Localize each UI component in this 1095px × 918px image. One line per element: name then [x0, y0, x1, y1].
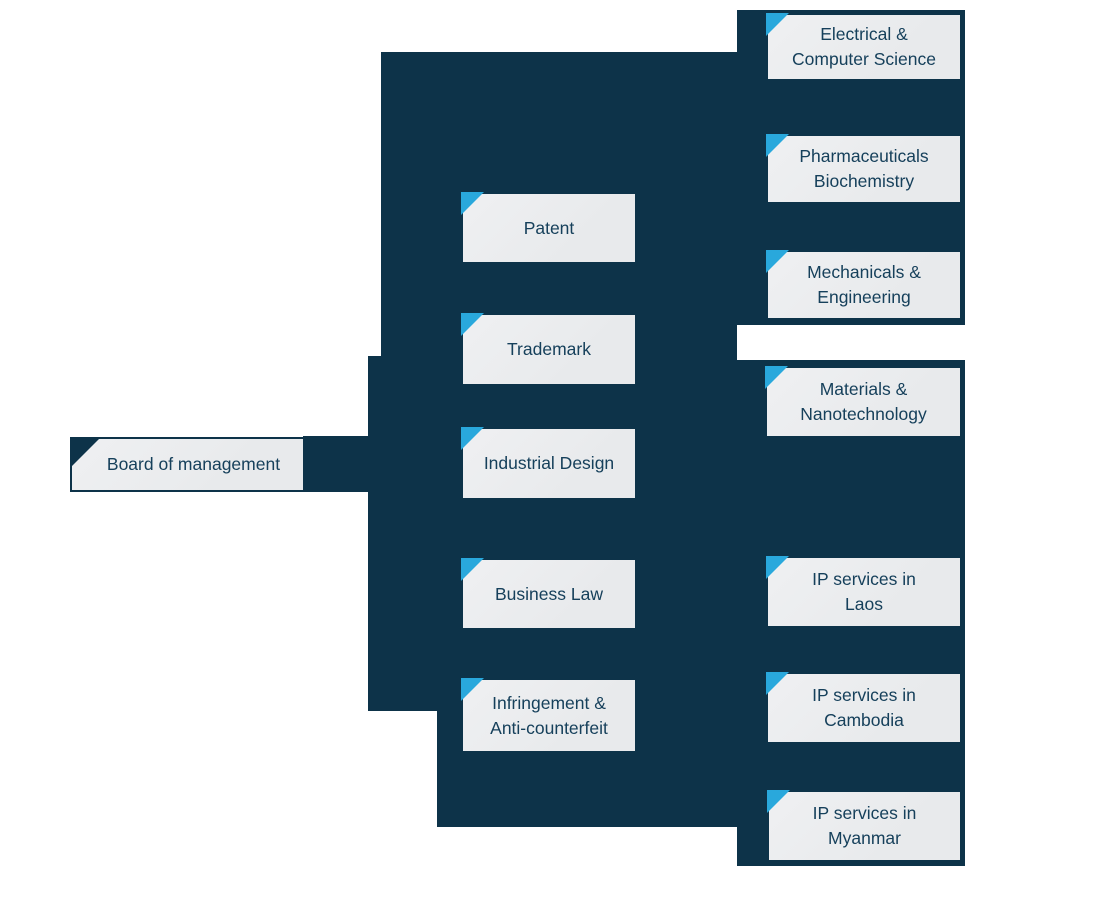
- node-label: Business Law: [495, 583, 603, 604]
- node-label: IP services in Cambodia: [812, 685, 916, 730]
- node-materials-nanotechnology: Materials & Nanotechnology: [765, 366, 962, 438]
- corner-fold-icon: [461, 192, 484, 215]
- node-industrial-design: Industrial Design: [461, 427, 637, 500]
- node-trademark: Trademark: [461, 313, 637, 386]
- corner-fold-icon: [766, 13, 789, 36]
- corner-fold-icon: [766, 134, 789, 157]
- node-label: Board of management: [106, 454, 281, 474]
- corner-cut-icon: [70, 437, 101, 468]
- node-infringement-anti-counterfeit: Infringement & Anti-counterfeit: [461, 678, 637, 753]
- node-label: IP services in Myanmar: [812, 803, 917, 848]
- corner-fold-icon: [461, 427, 484, 450]
- corner-fold-icon: [767, 790, 790, 813]
- node-label: Materials & Nanotechnology: [800, 379, 927, 424]
- node-board-of-management: Board of management: [70, 437, 305, 492]
- corner-fold-icon: [766, 556, 789, 579]
- node-label: Pharmaceuticals Biochemistry: [799, 146, 929, 191]
- corner-fold-icon: [461, 558, 484, 581]
- mid-left-panel: [368, 356, 737, 711]
- node-label: Trademark: [507, 339, 591, 359]
- corner-fold-icon: [461, 313, 484, 336]
- node-patent: Patent: [461, 192, 637, 264]
- node-label: Infringement & Anti-counterfeit: [490, 692, 608, 738]
- node-ip-services-cambodia: IP services in Cambodia: [766, 672, 962, 744]
- corner-fold-icon: [461, 678, 484, 701]
- node-business-law: Business Law: [461, 558, 637, 630]
- node-label: Electrical & Computer Science: [792, 24, 936, 69]
- node-mechanicals-engineering: Mechanicals & Engineering: [766, 250, 962, 320]
- node-label: IP services in Laos: [812, 569, 916, 614]
- corner-fold-icon: [766, 672, 789, 695]
- node-electrical-computer-science: Electrical & Computer Science: [766, 13, 962, 81]
- corner-fold-icon: [765, 366, 788, 389]
- node-label: Industrial Design: [483, 453, 615, 473]
- node-ip-services-myanmar: IP services in Myanmar: [767, 790, 962, 862]
- node-pharmaceuticals-biochemistry: Pharmaceuticals Biochemistry: [766, 134, 962, 204]
- corner-fold-icon: [766, 250, 789, 273]
- node-ip-services-laos: IP services in Laos: [766, 556, 962, 628]
- node-label: Patent: [523, 217, 575, 238]
- node-label: Mechanicals & Engineering: [807, 262, 921, 307]
